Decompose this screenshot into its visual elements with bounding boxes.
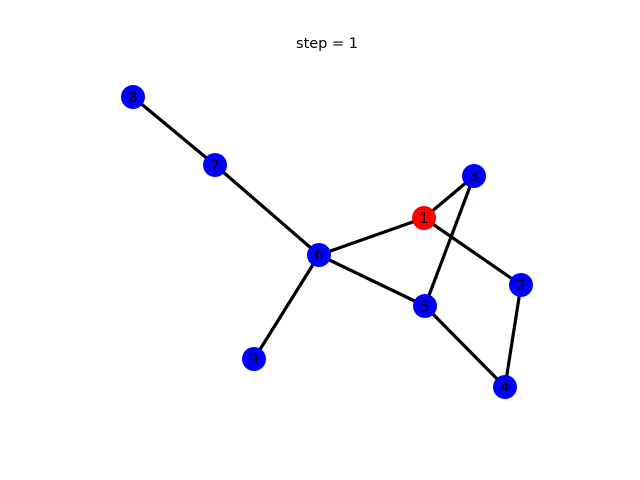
edge-3-5 [423, 175, 476, 307]
node-2: 2 [509, 273, 533, 297]
node-9-circle [242, 347, 266, 371]
node-3-label: 3 [469, 169, 478, 185]
figure-title: step = 1 [296, 36, 358, 52]
node-4: 4 [493, 375, 517, 399]
node-3-circle [462, 164, 486, 188]
edge-1-6 [318, 216, 425, 257]
nodes-layer: 1 2 3 4 5 6 7 8 9 [121, 85, 533, 399]
edges-layer [131, 95, 523, 389]
node-6-label: 6 [314, 248, 323, 264]
edge-5-4 [423, 304, 507, 389]
edge-2-4 [503, 284, 523, 388]
node-7-label: 7 [210, 158, 219, 174]
node-1-circle [412, 206, 436, 230]
edge-6-7 [213, 163, 321, 257]
node-9: 9 [242, 347, 266, 371]
node-7: 7 [203, 153, 227, 177]
node-3: 3 [462, 164, 486, 188]
node-2-circle [509, 273, 533, 297]
edge-6-9 [252, 254, 321, 360]
node-5: 5 [413, 294, 437, 318]
node-7-circle [203, 153, 227, 177]
node-8-circle [121, 85, 145, 109]
node-4-label: 4 [500, 380, 509, 396]
node-8-label: 8 [128, 90, 137, 106]
node-1-label: 1 [419, 211, 428, 227]
node-6-circle [307, 243, 331, 267]
node-2-label: 2 [516, 278, 525, 294]
node-1: 1 [412, 206, 436, 230]
node-5-circle [413, 294, 437, 318]
node-8: 8 [121, 85, 145, 109]
node-5-label: 5 [420, 299, 429, 315]
edge-1-2 [423, 216, 522, 287]
node-9-label: 9 [249, 352, 258, 368]
edge-7-8 [131, 95, 217, 167]
edge-6-5 [318, 253, 426, 308]
node-4-circle [493, 375, 517, 399]
node-6: 6 [307, 243, 331, 267]
